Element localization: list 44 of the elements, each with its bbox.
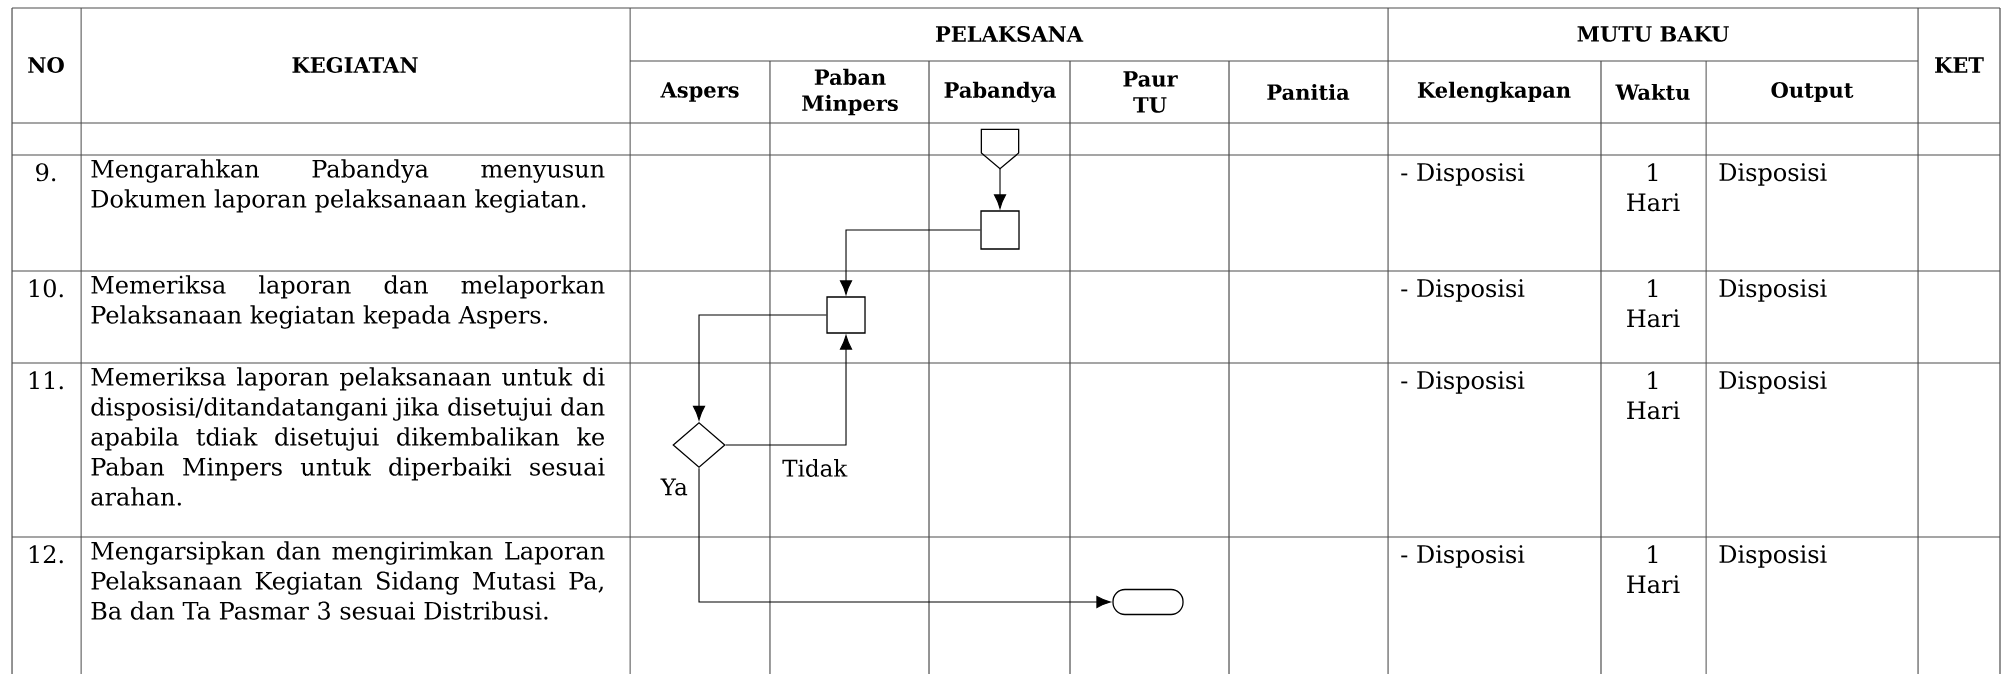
table-header: Aspers xyxy=(660,82,739,102)
table-header: KET xyxy=(1935,57,1984,73)
table-header: Waktu xyxy=(1615,83,1690,101)
output-text: Disposisi xyxy=(1719,371,1827,394)
edge-label: Ya xyxy=(658,476,690,498)
off-page-connector xyxy=(980,128,1020,170)
table-header: NO xyxy=(28,57,64,73)
requirement-text: - Disposisi xyxy=(1401,545,1525,568)
requirement-text: - Disposisi xyxy=(1401,371,1525,394)
process-box xyxy=(826,296,866,334)
requirement-text: - Disposisi xyxy=(1401,163,1525,186)
arrow xyxy=(839,229,981,295)
activity-description: Mengarsipkan dan mengirimkan Laporan Pelaksanaan Kegiatan Sidang Mutasi Pa, Ba dan Ta Pasmar 3 sesuai Distribusi. xyxy=(91,541,605,620)
row-number: 12. xyxy=(29,545,63,564)
duration-text: 1 Hari xyxy=(1627,279,1680,328)
activity-description: Memeriksa laporan pelaksanaan untuk di disposisi/ditandatangani jika disetujui dan apabila tdiak disetujui dikembalikan ke Paban Minpers untuk diperbaiki sesuai arahan. xyxy=(91,367,605,506)
activity-description: Memeriksa laporan dan melaporkan Pelaksanaan kegiatan kepada Aspers. xyxy=(91,275,605,329)
row-number: 11. xyxy=(29,371,63,390)
terminator-shape xyxy=(1112,588,1184,616)
table-header: PELAKSANA xyxy=(935,26,1084,42)
table-header: KEGIATAN xyxy=(292,57,418,73)
row-number: 10. xyxy=(29,279,63,298)
edge-label: Tidak xyxy=(780,457,850,479)
table-header: Paur TU xyxy=(1123,71,1178,113)
table-header: MUTU BAKU xyxy=(1577,26,1729,42)
process-box xyxy=(980,210,1020,250)
output-text: Disposisi xyxy=(1719,163,1827,186)
arrow xyxy=(692,314,827,421)
duration-text: 1 Hari xyxy=(1627,545,1680,594)
table-header: Panitia xyxy=(1267,83,1350,101)
duration-text: 1 Hari xyxy=(1627,371,1680,420)
arrow xyxy=(698,467,1111,609)
output-text: Disposisi xyxy=(1719,545,1827,568)
requirement-text: - Disposisi xyxy=(1401,279,1525,302)
table-header: Pabandya xyxy=(944,81,1056,103)
arrow xyxy=(725,335,853,446)
table-header: Output xyxy=(1771,82,1854,102)
output-text: Disposisi xyxy=(1719,279,1827,302)
activity-description: Mengarahkan Pabandya menyusun Dokumen laporan pelaksanaan kegiatan. xyxy=(91,159,605,213)
row-number: 9. xyxy=(36,163,56,182)
arrow xyxy=(993,168,1007,209)
table-header: Kelengkapan xyxy=(1417,81,1571,103)
duration-text: 1 Hari xyxy=(1627,163,1680,212)
table-header: Paban Minpers xyxy=(802,68,898,116)
